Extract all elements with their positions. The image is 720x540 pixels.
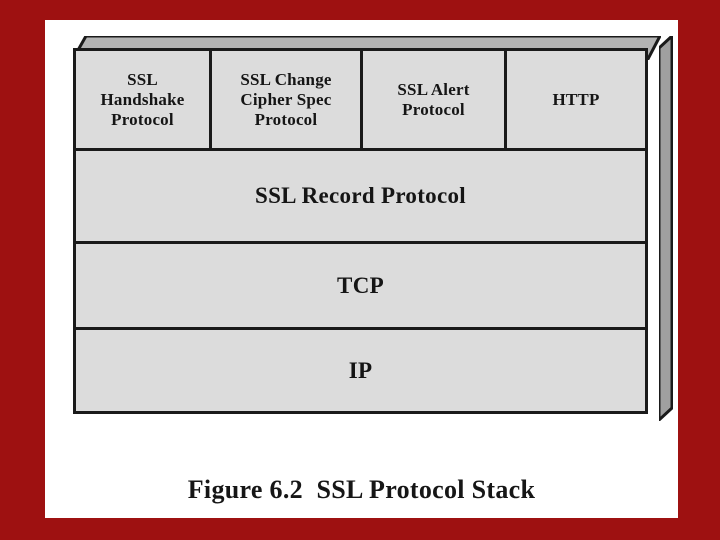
stack-front-face: SSL Handshake Protocol SSL Change Cipher… [73,48,648,414]
ssl-protocol-stack-diagram: SSL Handshake Protocol SSL Change Cipher… [73,36,673,421]
protocol-cell-ssl-handshake[interactable]: SSL Handshake Protocol [76,51,212,149]
figure-caption: Figure 6.2 SSL Protocol Stack [187,475,536,504]
layer-label-ssl-record-protocol: SSL Record Protocol [255,183,466,209]
protocol-cell-label: SSL Alert Protocol [397,79,470,119]
layer-row-tcp[interactable]: TCP [76,243,645,331]
protocol-cell-label: HTTP [552,89,600,109]
protocol-cell-http[interactable]: HTTP [507,51,645,148]
protocol-cell-ssl-alert[interactable]: SSL Alert Protocol [363,51,507,149]
layer-row-ssl-record-protocol[interactable]: SSL Record Protocol [76,151,645,244]
layer-row-ip[interactable]: IP [76,330,645,412]
protocol-cell-label: SSL Handshake Protocol [100,69,185,129]
layer-label-tcp: TCP [337,272,384,298]
protocol-cell-label: SSL Change Cipher Spec Protocol [240,69,332,129]
layer-label-ip: IP [348,357,373,383]
protocol-cell-ssl-change-cipher-spec[interactable]: SSL Change Cipher Spec Protocol [212,51,363,149]
slide-white-page: SSL Handshake Protocol SSL Change Cipher… [45,20,678,518]
layer-row-upper-protocols: SSL Handshake Protocol SSL Change Cipher… [76,51,645,152]
stack-right-bevel-face [659,36,673,421]
